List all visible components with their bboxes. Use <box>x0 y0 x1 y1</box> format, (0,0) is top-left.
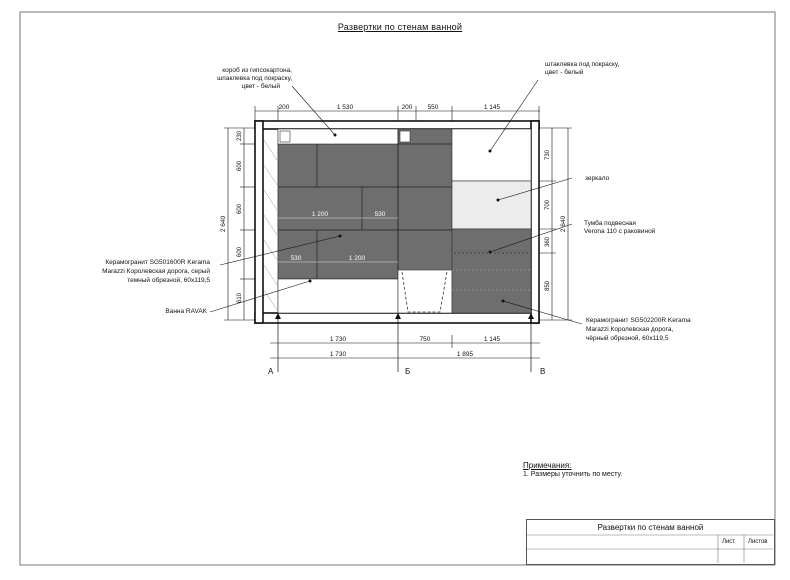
callout-grey-line2: Marazzi Королевская дорога, серый <box>102 267 210 275</box>
dim-top-3: 200 <box>402 104 413 111</box>
dim-inner-1: 1 200 <box>312 211 329 218</box>
callout-grey-line3: темный обрезной, 60x119,5 <box>127 276 210 284</box>
ceiling-slab <box>254 120 540 130</box>
mirror <box>451 180 532 230</box>
dim-top-2: 1 530 <box>337 104 354 111</box>
dim-bottom-2: 750 <box>420 336 431 343</box>
cabinet <box>451 228 532 254</box>
dim-bottom-5: 1 895 <box>457 351 474 358</box>
dim-inner-4: 1 200 <box>349 255 366 262</box>
drawing-title: Развертки по стенам ванной <box>337 22 463 32</box>
dim-left-5: 610 <box>237 292 243 303</box>
dim-bottom-4: 1 730 <box>330 351 347 358</box>
dim-right-1: 730 <box>545 149 551 160</box>
axis-arrow-b <box>395 313 401 319</box>
grey-tile-left <box>277 143 399 280</box>
dim-left-total: 2 640 <box>220 215 227 232</box>
dim-top-1: 200 <box>279 104 290 111</box>
dim-right-4: 850 <box>545 280 551 291</box>
dim-left-4: 600 <box>237 246 243 257</box>
dim-right-total: 2 640 <box>560 215 567 232</box>
dim-left-3: 600 <box>237 203 243 214</box>
leader-lines <box>209 79 583 325</box>
callout-black-line3: чёрный обрезной, 60x119,5 <box>586 334 669 342</box>
callout-cabinet-line2: Verona 110 с раковиной <box>584 227 656 235</box>
dim-right-2: 700 <box>545 199 551 210</box>
callout-box-line1: короб из гипсокартона, <box>222 66 292 74</box>
callout-black-tile: Керамогранит SG502200R Kerama Marazzi Ко… <box>586 317 691 342</box>
box-top-left <box>277 128 399 145</box>
callout-box-line3: цвет - белый <box>242 82 281 90</box>
callout-black-line1: Керамогранит SG502200R Kerama <box>586 317 691 324</box>
callout-mirror: зеркало <box>585 175 610 182</box>
cabinet-dashed <box>452 252 531 291</box>
callout-bath: Ванна RAVAK <box>165 308 207 315</box>
callout-grey-tile: Керамогранит SG501600R Kerama Marazzi Ко… <box>102 259 210 284</box>
callout-putty: штаклевка под покраску, цвет - белый <box>545 61 619 76</box>
left-wall <box>254 120 264 324</box>
axis-label-b: Б <box>405 367 410 376</box>
title-block-name: Развертки по стенам ванной <box>597 523 704 532</box>
grey-tile-middle <box>397 128 453 280</box>
notes-item: 1. Размеры уточнить по месту. <box>523 471 623 478</box>
right-upper-wall <box>451 128 532 182</box>
title-block-sheets: Листов <box>748 539 768 545</box>
dim-top-5: 1 145 <box>484 104 501 111</box>
black-tile <box>451 252 532 314</box>
bath-front <box>277 278 399 314</box>
callout-box-line2: шпаклевка под покраску, <box>217 75 292 82</box>
axis-lines <box>277 313 532 372</box>
dim-bottom-1: 1 730 <box>330 336 347 343</box>
left-dim-lines <box>224 127 255 321</box>
siphon-dashed <box>401 271 448 313</box>
dim-left-1: 230 <box>237 130 243 141</box>
dim-inner-2: 530 <box>375 211 386 218</box>
top-dim-lines <box>254 106 540 121</box>
axis-arrow-a <box>275 313 281 319</box>
box-niche-2 <box>399 130 411 143</box>
callout-cabinet: Тумба подвесная Verona 110 с раковиной <box>584 219 656 235</box>
callout-grey-line1: Керамогранит SG501600R Kerama <box>105 259 210 266</box>
right-dim-lines <box>539 127 572 321</box>
callout-putty-line2: цвет - белый <box>545 68 584 76</box>
dim-right-3: 360 <box>545 236 551 247</box>
callout-cabinet-line1: Тумба подвесная <box>584 219 636 227</box>
title-block-sheet: Лист <box>722 539 736 545</box>
sink-zone <box>397 269 453 314</box>
box-hatch <box>263 139 278 311</box>
box-niche-1 <box>279 130 291 143</box>
dim-left-2: 600 <box>237 160 243 171</box>
dim-inner-3: 530 <box>291 255 302 262</box>
notes-title: Примечания: <box>523 461 572 470</box>
axis-arrow-c <box>528 313 534 319</box>
stamp-grid <box>526 534 773 563</box>
callout-black-line2: Marazzi Королевская дорога, <box>586 326 673 333</box>
dim-top-4: 550 <box>428 104 439 111</box>
sheet-frame <box>19 11 776 566</box>
callout-box: короб из гипсокартона, шпаклевка под пок… <box>217 66 292 90</box>
axis-label-a: А <box>268 367 274 376</box>
axis-label-c: В <box>540 367 545 376</box>
dim-bottom-3: 1 145 <box>484 336 501 343</box>
right-wall <box>530 120 540 324</box>
bottom-dim-lines <box>270 335 540 359</box>
title-block: Развертки по стенам ванной Лист Листов <box>526 519 775 565</box>
inner-dim-lines <box>278 217 398 263</box>
leader-arrowheads <box>308 133 505 303</box>
callout-putty-line1: штаклевка под покраску, <box>545 61 619 68</box>
